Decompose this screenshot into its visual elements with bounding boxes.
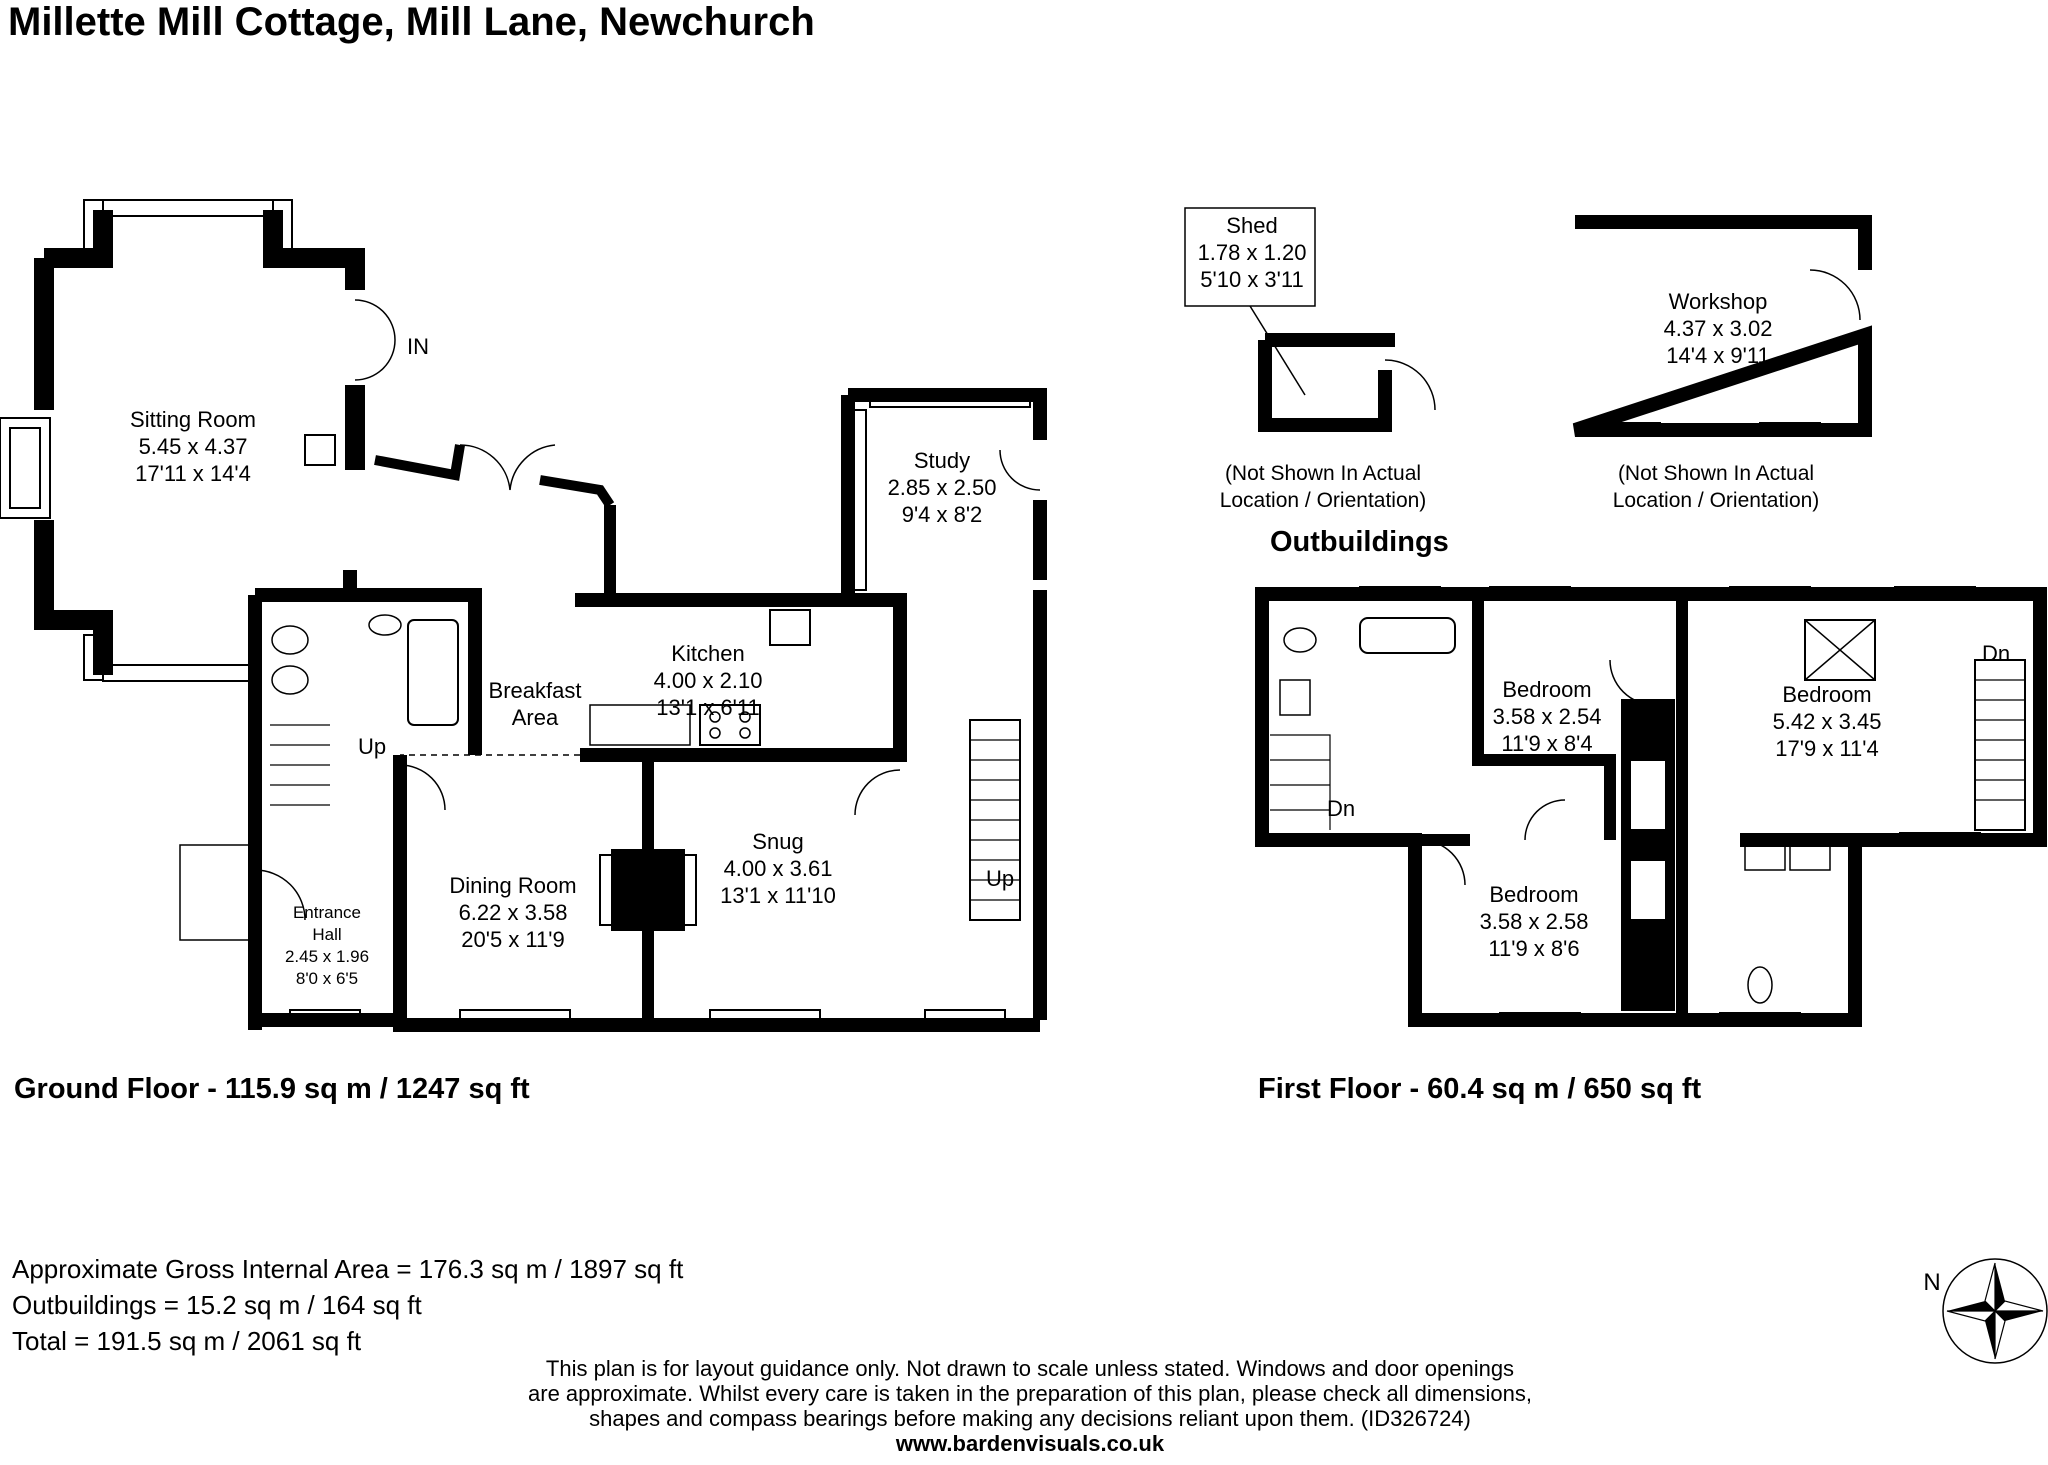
bedroom-1-imperial: 11'9 x 8'4 (1501, 731, 1592, 756)
bedroom-3-metric: 3.58 x 2.58 (1480, 909, 1589, 934)
kitchen-metric: 4.00 x 2.10 (654, 668, 763, 693)
dining-room-metric: 6.22 x 3.58 (459, 900, 568, 925)
shed-metric: 1.78 x 1.20 (1198, 240, 1307, 265)
bedroom-2-imperial: 17'9 x 11'4 (1775, 736, 1878, 761)
first-floor-plan (1255, 586, 2047, 1027)
stairs-down-marker-left: Dn (1327, 796, 1355, 821)
entrance-in-marker: IN (407, 334, 429, 359)
workshop-imperial: 14'4 x 9'11 (1666, 343, 1769, 368)
shed-imperial: 5'10 x 3'11 (1200, 267, 1303, 292)
workshop-name: Workshop (1669, 289, 1768, 314)
kitchen-imperial: 13'1 x 6'11 (656, 695, 759, 720)
breakfast-area-name: Breakfast (489, 678, 582, 703)
first-floor-labels: Bedroom 3.58 x 2.54 11'9 x 8'4 Bedroom 5… (1327, 641, 2010, 961)
snug-imperial: 13'1 x 11'10 (720, 883, 836, 908)
breakfast-area-name-line2: Area (512, 705, 559, 730)
stairs-up-marker-right: Up (986, 866, 1014, 891)
entrance-hall-name: Entrance (293, 903, 361, 922)
bedroom-3-imperial: 11'9 x 8'6 (1488, 936, 1579, 961)
disclaimer-line-1: This plan is for layout guidance only. N… (545, 1356, 1515, 1381)
entrance-hall-imperial: 8'0 x 6'5 (296, 969, 358, 988)
compass-north-label: N (1923, 1269, 1940, 1296)
sitting-room-imperial: 17'11 x 14'4 (135, 461, 251, 486)
ground-floor-plan (0, 199, 1047, 1032)
total-area: Total = 191.5 sq m / 2061 sq ft (12, 1326, 362, 1356)
bedroom-1-metric: 3.58 x 2.54 (1493, 704, 1602, 729)
disclaimer: This plan is for layout guidance only. N… (420, 1356, 1640, 1456)
ground-floor-labels: Sitting Room 5.45 x 4.37 17'11 x 14'4 St… (130, 334, 1014, 988)
website-link[interactable]: www.bardenvisuals.co.uk (895, 1431, 1165, 1456)
stairs-down-marker-right: Dn (1982, 641, 2010, 666)
first-floor-area-label: First Floor - 60.4 sq m / 650 sq ft (1258, 1073, 1702, 1105)
shed-location-note-line2: Location / Orientation) (1220, 489, 1427, 512)
study-imperial: 9'4 x 8'2 (902, 502, 983, 527)
page-title: Millette Mill Cottage, Mill Lane, Newchu… (8, 0, 815, 44)
disclaimer-line-3: shapes and compass bearings before makin… (589, 1406, 1471, 1431)
entrance-hall-name-line2: Hall (312, 925, 341, 944)
compass-rose-icon (1942, 1258, 2048, 1364)
shed-name: Shed (1226, 213, 1277, 238)
workshop-location-note-line2: Location / Orientation) (1613, 489, 1820, 512)
bedroom-1-name: Bedroom (1502, 677, 1591, 702)
shed-location-note-line1: (Not Shown In Actual (1225, 462, 1421, 485)
bedroom-2-metric: 5.42 x 3.45 (1773, 709, 1882, 734)
outbuildings-area: Outbuildings = 15.2 sq m / 164 sq ft (12, 1290, 422, 1320)
outbuildings-heading: Outbuildings (1270, 526, 1449, 558)
dining-room-name: Dining Room (449, 873, 576, 898)
workshop-metric: 4.37 x 3.02 (1664, 316, 1773, 341)
workshop-location-note-line1: (Not Shown In Actual (1618, 462, 1814, 485)
bedroom-2-name: Bedroom (1782, 682, 1871, 707)
gross-internal-area: Approximate Gross Internal Area = 176.3 … (12, 1254, 684, 1284)
bedroom-3-name: Bedroom (1489, 882, 1578, 907)
entrance-hall-metric: 2.45 x 1.96 (285, 947, 369, 966)
sitting-room-metric: 5.45 x 4.37 (139, 434, 248, 459)
kitchen-name: Kitchen (671, 641, 744, 666)
snug-name: Snug (752, 829, 803, 854)
outbuildings-plan (1184, 207, 1872, 437)
stairs-up-marker-left: Up (358, 734, 386, 759)
study-metric: 2.85 x 2.50 (888, 475, 997, 500)
study-name: Study (914, 448, 970, 473)
sitting-room-name: Sitting Room (130, 407, 256, 432)
outbuildings-labels: Shed 1.78 x 1.20 5'10 x 3'11 Workshop 4.… (1198, 213, 1820, 512)
disclaimer-line-2: are approximate. Whilst every care is ta… (528, 1381, 1532, 1406)
ground-floor-area-label: Ground Floor - 115.9 sq m / 1247 sq ft (14, 1073, 530, 1105)
dining-room-imperial: 20'5 x 11'9 (461, 927, 564, 952)
snug-metric: 4.00 x 3.61 (724, 856, 833, 881)
